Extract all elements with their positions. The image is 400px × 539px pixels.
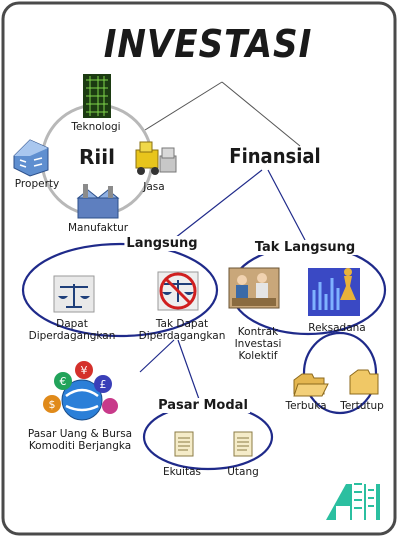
document-ekuitas-icon [174, 431, 194, 457]
connector-takdapat-pasarmodal [177, 339, 201, 403]
svg-text:$: $ [49, 398, 56, 411]
scale-nontradable-icon [157, 271, 199, 311]
scale-tradable-icon [53, 275, 95, 313]
riil-item-property: Property [14, 178, 60, 190]
langsung-item-dapat-text: Dapat Diperdagangkan [28, 318, 116, 342]
building-logo-icon [326, 476, 380, 520]
pasar-uang-text: Pasar Uang & Bursa Komoditi Berjangka [27, 428, 133, 452]
currency-globe-icon: € ¥ £ $ [43, 361, 118, 421]
connector-title-finansial [221, 81, 301, 147]
property-icon [13, 139, 49, 177]
folder-terbuka-icon [293, 373, 329, 397]
svg-text:£: £ [100, 378, 107, 391]
taklangsung-item-kontrak: Kontrak Investasi Kolektif [219, 326, 297, 362]
teknologi-icon [83, 74, 111, 118]
manufaktur-icon [76, 184, 120, 219]
riil-item-manufaktur: Manufaktur [67, 222, 129, 234]
reksadana-type-terbuka: Terbuka [285, 400, 327, 412]
kontrak-kolektif-icon [228, 267, 280, 309]
langsung-item-takdapat-text: Tak Dapat Diperdagangkan [138, 318, 226, 342]
langsung-label: Langsung [124, 236, 200, 251]
pasar-uang-label: Pasar Uang & Bursa Komoditi Berjangka [5, 428, 155, 452]
reksadana-icon [308, 268, 360, 316]
riil-item-jasa: Jasa [143, 181, 165, 193]
page-title: INVESTASI [103, 22, 313, 66]
pasarmodal-item-utang: Utang [227, 466, 259, 478]
reksadana-type-tertutup: Tertutup [340, 400, 384, 412]
document-utang-icon [233, 431, 253, 457]
connector-title-riil [144, 81, 223, 131]
langsung-item-dapat: Dapat Diperdagangkan [17, 318, 127, 342]
finansial-label: Finansial [229, 144, 321, 168]
svg-text:¥: ¥ [81, 364, 88, 377]
reksadana-ellipse [302, 331, 378, 415]
folder-tertutup-icon [349, 369, 379, 395]
taklangsung-item-reksadana: Reksadana [308, 322, 366, 334]
pasarmodal-item-ekuitas: Ekuitas [163, 466, 201, 478]
connector-takdapat-pasaruang [139, 339, 175, 373]
langsung-ellipse [21, 242, 219, 338]
pasarmodal-label: Pasar Modal [156, 398, 250, 413]
taklangsung-label: Tak Langsung [252, 240, 358, 255]
riil-label: Riil [79, 145, 115, 169]
taklangsung-item-kontrak-text: Kontrak Investasi Kolektif [234, 326, 282, 362]
riil-item-teknologi: Teknologi [71, 121, 121, 133]
langsung-item-takdapat: Tak Dapat Diperdagangkan [127, 318, 237, 342]
jasa-icon [135, 141, 177, 175]
svg-text:€: € [60, 375, 67, 388]
connector-finansial-taklangsung [267, 169, 306, 241]
connector-finansial-langsung [174, 169, 263, 239]
